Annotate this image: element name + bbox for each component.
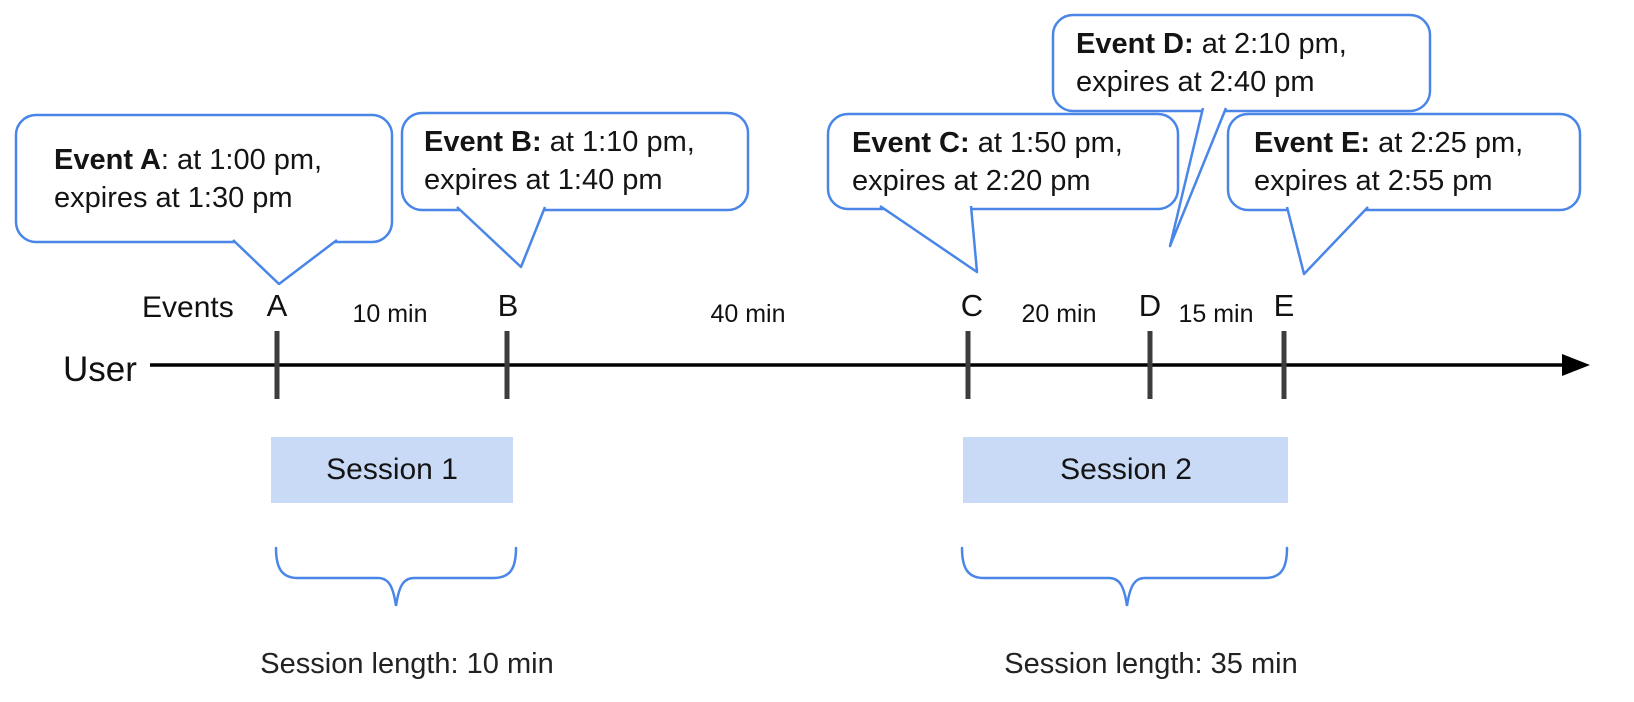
session-1-length-label: Session length: 10 min [260, 648, 554, 680]
event-c-callout-tail [879, 204, 979, 274]
event-d-callout-tail [1168, 107, 1228, 248]
session-2-length-label: Session length: 35 min [1004, 648, 1298, 680]
event-b-callout-tail [456, 206, 547, 269]
event-marker-label-c: C [960, 288, 984, 323]
event-e-callout-text: Event E: at 2:25 pm, expires at 2:55 pm [1254, 124, 1523, 200]
event-e-callout-bubble [1226, 112, 1582, 212]
user-axis-label: User [63, 350, 137, 389]
event-c-time: at 1:50 pm, [969, 127, 1123, 159]
session-2-label: Session 2 [1060, 453, 1192, 486]
event-marker-label-e: E [1273, 288, 1295, 323]
tick-c [965, 331, 971, 399]
event-b-time: at 1:10 pm, [541, 126, 695, 158]
session-2-box [963, 437, 1288, 503]
event-a-line1: Event A: at 1:00 pm, [54, 141, 322, 179]
event-d-callout-text: Event D: at 2:10 pm, expires at 2:40 pm [1076, 25, 1347, 101]
event-b-line1: Event B: at 1:10 pm, [424, 123, 695, 161]
tick-d [1147, 331, 1153, 399]
tick-a [274, 331, 280, 399]
event-a-callout-text: Event A: at 1:00 pm, expires at 1:30 pm [54, 141, 322, 217]
session-1-box [271, 437, 513, 503]
event-d-line1: Event D: at 2:10 pm, [1076, 25, 1347, 63]
event-b-callout-text: Event B: at 1:10 pm, expires at 1:40 pm [424, 123, 695, 199]
event-b-name: Event B: [424, 126, 542, 158]
event-b-expiry: expires at 1:40 pm [424, 164, 663, 196]
event-a-name: Event A [54, 144, 161, 176]
event-d-expiry: expires at 2:40 pm [1076, 66, 1315, 98]
interval-label-c-d: 20 min [1021, 300, 1097, 328]
events-axis-label: Events [142, 291, 234, 324]
event-e-time: at 2:25 pm, [1370, 127, 1524, 159]
event-d-callout-bubble [1051, 13, 1432, 113]
event-a-expiry: expires at 1:30 pm [54, 182, 293, 214]
event-c-callout-text: Event C: at 1:50 pm, expires at 2:20 pm [852, 124, 1123, 200]
event-e-callout-tail [1285, 206, 1369, 276]
event-e-expiry: expires at 2:55 pm [1254, 165, 1493, 197]
event-e-line1: Event E: at 2:25 pm, [1254, 124, 1523, 162]
event-c-line1: Event C: at 1:50 pm, [852, 124, 1123, 162]
tick-e [1281, 331, 1287, 399]
session-1-brace [274, 546, 518, 607]
interval-label-b-c: 40 min [710, 300, 786, 328]
event-b-callout-bubble [400, 111, 750, 212]
event-d-name: Event D: [1076, 28, 1194, 60]
interval-label-d-e: 15 min [1178, 300, 1254, 328]
event-c-callout-bubble [826, 112, 1180, 211]
event-c-expiry: expires at 2:20 pm [852, 165, 1091, 197]
event-c-name: Event C: [852, 127, 970, 159]
event-marker-label-d: D [1138, 288, 1162, 323]
tick-b [504, 331, 510, 399]
event-a-callout-tail [232, 239, 338, 286]
timeline-arrowhead [1562, 354, 1590, 376]
event-e-name: Event E: [1254, 127, 1371, 159]
event-d-time: at 2:10 pm, [1193, 28, 1347, 60]
interval-label-a-b: 10 min [352, 300, 428, 328]
event-marker-label-a: A [266, 288, 288, 323]
event-marker-label-b: B [497, 288, 519, 323]
session-1-label: Session 1 [326, 453, 458, 486]
event-a-time: : at 1:00 pm, [160, 144, 323, 176]
session-2-brace [960, 546, 1289, 607]
event-a-callout-bubble [14, 113, 394, 244]
